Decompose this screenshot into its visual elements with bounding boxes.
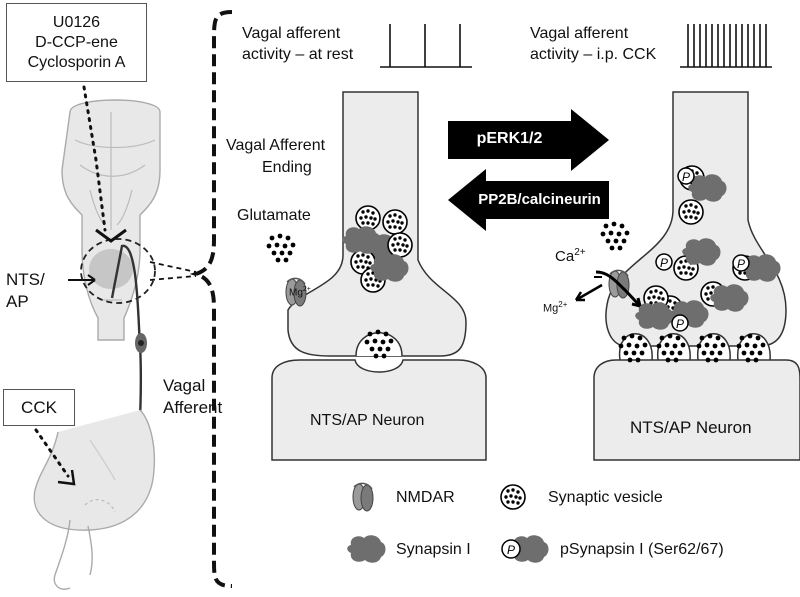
pp2b-label: PP2B/calcineurin [478,191,601,208]
cck-label: CCK [21,397,57,417]
drug-arrow [82,85,127,243]
calcium-influx-arrow [595,270,642,308]
neuron-right-label: NTS/AP Neuron [630,418,752,437]
cck-box: CCK [3,389,75,426]
drug-dccpene: D-CCP-ene [35,33,118,51]
drug-cyclosporin: Cyclosporin A [27,53,126,71]
mg-efflux-arrow [575,283,603,302]
perk-arrow-shape [448,109,609,171]
legend-synapsin-label: Synapsin I [396,541,471,558]
legend-synapsin-icon [347,535,386,563]
legend-p-letter: P [507,543,515,557]
vagal-label-line1: Vagal [163,376,206,395]
cck-arrow [34,428,76,486]
glutamate-label: Glutamate [237,207,311,224]
rest-trace-label-line2: activity – at rest [242,46,354,63]
brainstem-schematic [61,99,161,341]
perk-label: pERK1/2 [476,130,543,147]
curly-brace [189,10,233,588]
vagal-label-line2: Afferent [163,398,223,417]
phospho-tags [655,167,750,332]
nts-ap-label-line2: AP [6,292,29,311]
nts-ap-region-circle [80,238,156,304]
legend-nmdar-icon [352,482,374,512]
postsynaptic-neuron-right [593,359,800,461]
phospho-label: P [660,256,668,270]
glutamate-right [600,221,630,251]
drug-box: U0126 D-CCP-ene Cyclosporin A [6,3,147,82]
cck-trace-label-line2: activity – i.p. CCK [530,46,657,63]
mg-right-label: Mg2+ [543,300,568,315]
cck-trace-label-line1: Vagal afferent [530,25,629,42]
glutamate-left [266,233,296,263]
phospho-label: P [676,317,684,331]
legend-vesicle-icon [500,484,526,510]
legend-nmdar-label: NMDAR [396,489,455,506]
stomach-schematic [33,409,156,590]
postsynaptic-neuron-left [271,359,487,461]
ca-label: Ca2+ [555,247,586,265]
phospho-label: P [682,170,690,184]
ending-label-line1: Vagal Afferent [226,137,326,154]
drug-u0126: U0126 [52,13,101,31]
nts-ap-label-line1: NTS/ [6,270,45,289]
legend-psynapsin-icon: P [501,535,549,563]
ending-label-line2: Ending [262,159,312,176]
trace-rest [380,24,472,68]
neuron-left-label: NTS/AP Neuron [310,412,425,429]
pp2b-arrow-shape [448,169,609,231]
legend-vesicle-label: Synaptic vesicle [548,489,663,506]
phospho-label: P [737,257,745,271]
mg-left-label: Mg2+ [289,286,311,299]
zoom-lines [149,261,197,281]
legend-psynapsin-label: pSynapsin I (Ser62/67) [560,541,724,558]
trace-cck [680,24,772,68]
phospho-tag-letters: P P P P [660,170,745,331]
rest-trace-label-line1: Vagal afferent [242,25,341,42]
